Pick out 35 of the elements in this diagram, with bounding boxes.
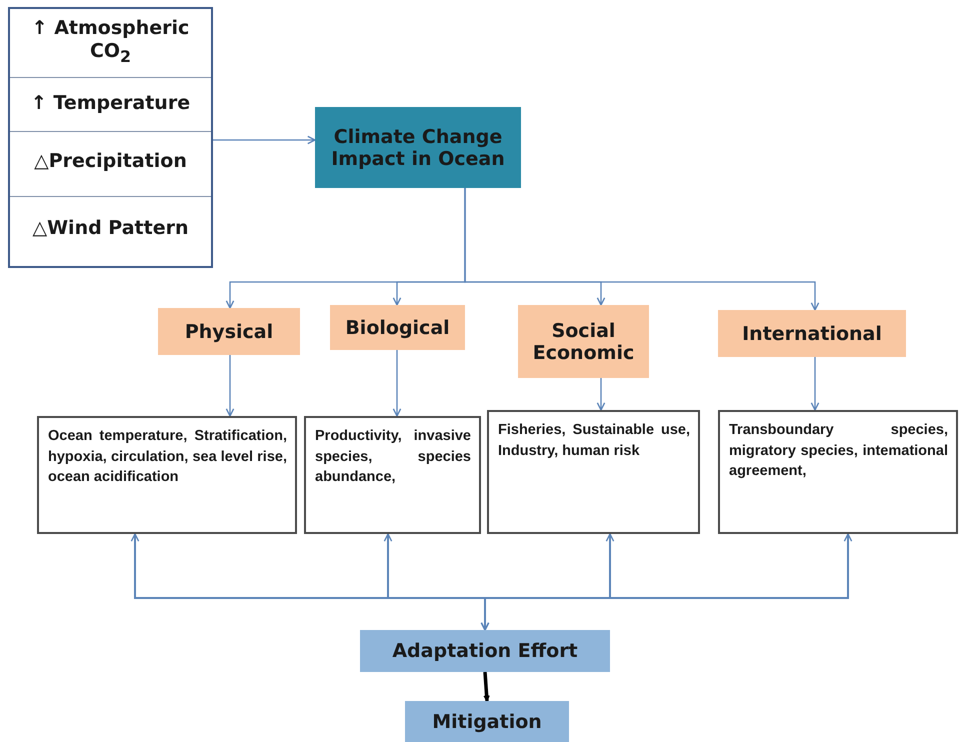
- process-box: [158, 308, 300, 355]
- node-label: Mitigation: [432, 710, 542, 732]
- connector-arrow: [213, 136, 316, 144]
- node-label: Climate Change Impact in Ocean: [330, 126, 506, 170]
- connector-arrow: [226, 355, 234, 417]
- detail-box: [304, 416, 481, 534]
- connector-arrow: [596, 378, 606, 411]
- detail-box: [37, 416, 297, 534]
- factor-label: ↑ Temperature: [10, 78, 211, 132]
- process-box: [718, 310, 906, 357]
- connector-arrow: [483, 672, 490, 702]
- connector-arrow: [392, 350, 402, 417]
- process-box: [330, 305, 465, 350]
- node-label: Ocean temperature, Stratification, hypoxia, circulation, sea level rise, ocean acidification: [48, 427, 287, 488]
- detail-box: [718, 410, 958, 534]
- factor-list-box: [8, 7, 213, 268]
- node-label: Social Economic: [532, 320, 636, 364]
- detail-box: [487, 410, 700, 534]
- node-label: Fisheries, Sustainable use, Industry, human risk: [498, 421, 690, 461]
- node-label: Physical: [184, 320, 274, 342]
- connector-arrow: [480, 533, 852, 631]
- factor-label: ↑ Atmospheric CO$_{2}$: [10, 9, 211, 78]
- node-label: Productivity, invasive species, species abundance,: [315, 427, 471, 488]
- process-box: [405, 701, 569, 742]
- node-label: International: [742, 322, 882, 344]
- process-box: [360, 630, 610, 672]
- process-box: [518, 305, 649, 378]
- node-label: Adaptation Effort: [392, 640, 578, 662]
- node-label: Transboundary species, migratory species, intemational agreement,: [729, 421, 948, 482]
- factor-label: △Wind Pattern: [31, 216, 190, 241]
- node-label: Biological: [345, 316, 450, 338]
- factor-label: △Precipitation: [10, 132, 211, 197]
- connector-arrow: [810, 357, 820, 411]
- connector-arrow: [464, 188, 820, 311]
- heading-box: [315, 107, 521, 188]
